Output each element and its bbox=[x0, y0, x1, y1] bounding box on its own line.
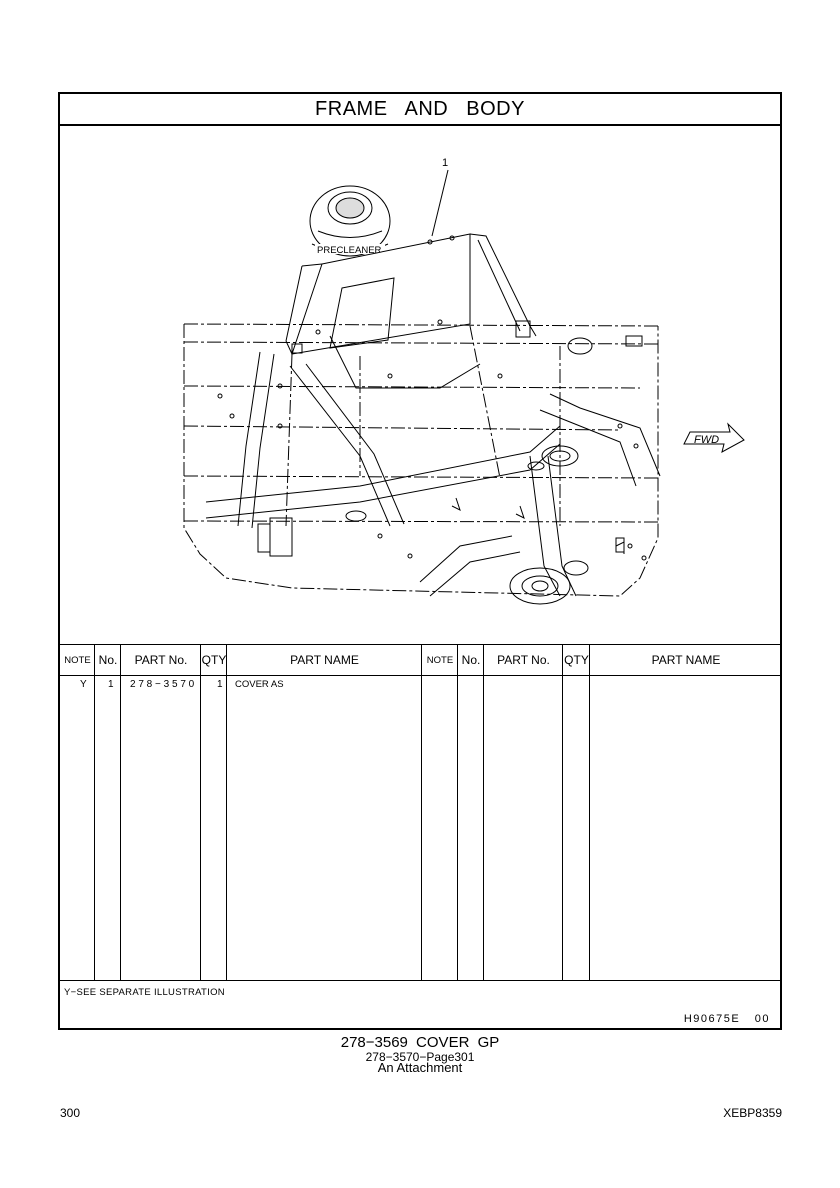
attachment-label: An Attachment bbox=[377, 1060, 463, 1075]
header-qty: QTY bbox=[201, 653, 227, 667]
row-no: 1 bbox=[108, 679, 114, 690]
header-part-name: PART NAME bbox=[290, 653, 359, 667]
callout-leader bbox=[431, 169, 449, 237]
cover-plate bbox=[285, 233, 471, 355]
header-qty-right: QTY bbox=[564, 653, 589, 667]
page-title: FRAME AND BODY bbox=[60, 94, 780, 126]
table-header-divider bbox=[60, 675, 780, 676]
page-number: 300 bbox=[60, 1106, 81, 1120]
precleaner-icon: PRECLEANER bbox=[309, 185, 391, 257]
cab-outline bbox=[183, 323, 659, 597]
header-note: NOTE bbox=[64, 654, 91, 666]
precleaner-label: PRECLEANER bbox=[317, 245, 382, 256]
header-note-right: NOTE bbox=[426, 654, 454, 666]
col-qty-left bbox=[201, 645, 227, 981]
col-partname-left bbox=[227, 645, 422, 981]
row-note: Y bbox=[80, 679, 87, 690]
col-no-left bbox=[95, 645, 121, 981]
col-partno-left bbox=[121, 645, 201, 981]
header-no-right: No. bbox=[461, 653, 481, 667]
frame-members bbox=[205, 335, 661, 605]
header-part-name-right: PART NAME bbox=[651, 653, 721, 667]
col-no-right bbox=[458, 645, 484, 981]
col-partno-right bbox=[484, 645, 563, 981]
header-part-no-right: PART No. bbox=[497, 653, 550, 667]
col-note-right bbox=[422, 645, 458, 981]
parts-illustration: 1 PRECLEANER bbox=[60, 126, 780, 644]
footnote-text: Y−SEE SEPARATE ILLUSTRATION bbox=[64, 987, 225, 998]
parts-sheet: FRAME AND BODY 1 PRECLEANER bbox=[58, 92, 782, 1030]
frame-drawing: 1 PRECLEANER bbox=[183, 157, 745, 605]
header-no: No. bbox=[98, 653, 118, 667]
row-part-name: COVER AS bbox=[235, 679, 284, 690]
col-note-left bbox=[60, 645, 95, 981]
document-id: XEBP8359 bbox=[723, 1106, 782, 1120]
fwd-arrow-icon: FWD bbox=[683, 422, 745, 453]
footnote-box: Y−SEE SEPARATE ILLUSTRATION H90675E 00 bbox=[60, 980, 780, 1031]
header-part-no: PART No. bbox=[134, 653, 188, 667]
parts-table: NOTE No. PART No. QTY PART NAME NOTE No.… bbox=[60, 644, 780, 981]
fwd-label: FWD bbox=[694, 434, 719, 446]
support-bracket bbox=[469, 233, 537, 338]
drawing-code: H90675E 00 bbox=[683, 1013, 770, 1025]
group-caption: 278−3569 COVER GP bbox=[340, 1034, 500, 1051]
row-qty: 1 bbox=[217, 679, 223, 690]
row-part-no: 2 7 8 − 3 5 7 0 bbox=[130, 679, 195, 690]
col-qty-right bbox=[563, 645, 590, 981]
callout-number: 1 bbox=[442, 157, 448, 169]
page-reference: 278−3570−Page301 bbox=[365, 1050, 475, 1064]
